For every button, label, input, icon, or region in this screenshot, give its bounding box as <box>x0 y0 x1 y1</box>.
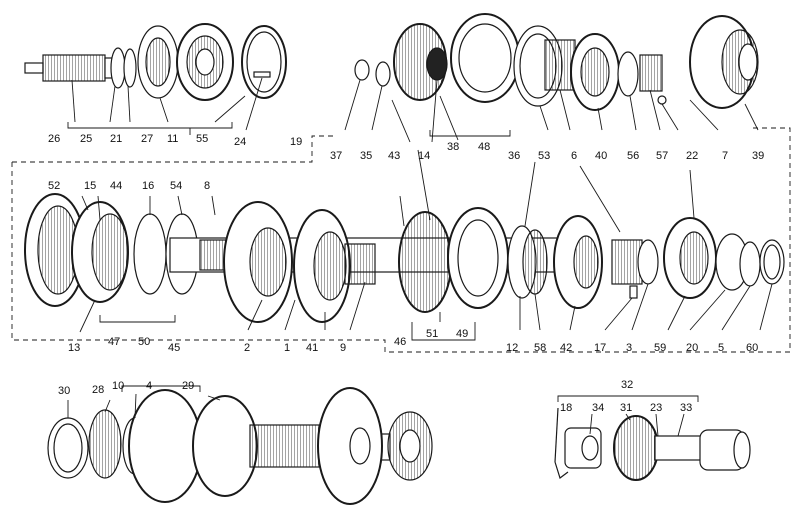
callout-47: 47 <box>108 336 121 348</box>
callout-39: 39 <box>752 150 765 162</box>
callout-19: 19 <box>290 136 303 148</box>
callout-59: 59 <box>654 342 667 354</box>
callout-10: 10 <box>112 380 125 392</box>
callout-26: 26 <box>48 133 61 145</box>
callout-11: 11 <box>167 133 179 145</box>
callout-24: 24 <box>234 136 247 148</box>
callout-43: 43 <box>388 150 401 162</box>
callout-46: 46 <box>394 336 407 348</box>
callout-50: 50 <box>138 336 151 348</box>
callout-15: 15 <box>84 180 97 192</box>
callout-17: 17 <box>594 342 607 354</box>
upper-gear-cluster <box>354 13 759 111</box>
callout-8: 8 <box>204 180 211 192</box>
callout-51: 51 <box>426 328 439 340</box>
callout-28: 28 <box>92 384 105 396</box>
callout-21: 21 <box>110 133 123 145</box>
callout-38: 38 <box>447 141 460 153</box>
callout-22: 22 <box>686 150 699 162</box>
callout-27: 27 <box>141 133 154 145</box>
callout-33: 33 <box>680 402 693 414</box>
callout-13: 13 <box>68 342 81 354</box>
callout-23: 23 <box>650 402 663 414</box>
countershaft-assembly <box>47 387 433 505</box>
callout-31: 31 <box>620 402 633 414</box>
callout-32: 32 <box>621 379 634 391</box>
callout-37: 37 <box>330 150 343 162</box>
callout-29: 29 <box>182 380 195 392</box>
callout-34: 34 <box>592 402 605 414</box>
callout-2: 2 <box>244 342 251 354</box>
callout-57: 57 <box>656 150 669 162</box>
callout-9: 9 <box>340 342 347 354</box>
callout-58: 58 <box>534 342 547 354</box>
callout-18: 18 <box>560 402 573 414</box>
callout-25: 25 <box>80 133 93 145</box>
callout-45: 45 <box>168 342 181 354</box>
callout-40: 40 <box>595 150 608 162</box>
callout-12: 12 <box>506 342 519 354</box>
callout-56: 56 <box>627 150 640 162</box>
callout-5: 5 <box>718 342 725 354</box>
callout-48: 48 <box>478 141 491 153</box>
callout-60: 60 <box>746 342 759 354</box>
callout-36: 36 <box>508 150 521 162</box>
callout-41: 41 <box>306 342 319 354</box>
callout-54: 54 <box>170 180 183 192</box>
callout-16: 16 <box>142 180 155 192</box>
callout-53: 53 <box>538 150 551 162</box>
callout-7: 7 <box>722 150 729 162</box>
callout-42: 42 <box>560 342 573 354</box>
callout-49: 49 <box>456 328 469 340</box>
callout-1: 1 <box>284 342 291 354</box>
leader-lines <box>11 77 791 437</box>
callout-44: 44 <box>110 180 123 192</box>
callout-20: 20 <box>686 342 699 354</box>
callout-3: 3 <box>626 342 633 354</box>
callout-30: 30 <box>58 385 71 397</box>
callout-35: 35 <box>360 150 373 162</box>
reverse-idler-assembly <box>554 407 751 481</box>
main-shaft-assembly <box>24 193 785 323</box>
input-shaft-group <box>24 23 287 101</box>
callout-52: 52 <box>48 180 61 192</box>
callout-14: 14 <box>418 150 431 162</box>
callout-55: 55 <box>196 133 209 145</box>
callout-6: 6 <box>571 150 578 162</box>
callout-4: 4 <box>146 380 153 392</box>
